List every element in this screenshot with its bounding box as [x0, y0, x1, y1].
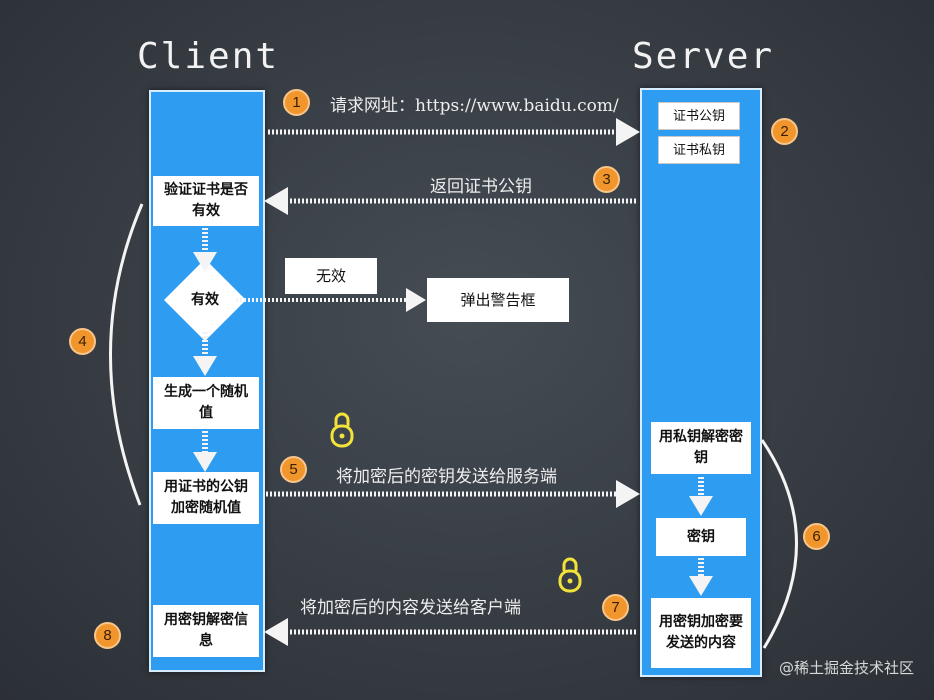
arrow-down-1: [193, 228, 217, 272]
step-badge-7: 7: [602, 594, 629, 621]
verify-cert-box: 验证证书是否有效: [153, 176, 259, 226]
watermark: @稀土掘金技术社区: [778, 659, 914, 677]
bracket-curve-client: [109, 203, 144, 506]
step-badge-2: 2: [771, 118, 798, 145]
lock-icon: [330, 412, 354, 448]
bracket-curve-server: [760, 439, 798, 649]
arrow-invalid: [236, 288, 426, 312]
arrow-request: [268, 118, 640, 146]
invalid-box: 无效: [285, 258, 377, 294]
key-box: 密钥: [656, 518, 746, 556]
lock-icon: [558, 557, 582, 593]
arrow-down-2: [193, 332, 217, 376]
arrow-send-content: [264, 618, 636, 646]
step-badge-5: 5: [280, 456, 307, 483]
step5-label: 将加密后的密钥发送给服务端: [336, 467, 557, 487]
private-key-box: 证书私钥: [658, 136, 740, 164]
arrow-down-4: [689, 477, 713, 516]
encrypt-random-box: 用证书的公钥加密随机值: [153, 472, 259, 524]
arrow-down-3: [193, 431, 217, 472]
step-badge-3: 3: [593, 166, 620, 193]
arrow-down-5: [689, 558, 713, 596]
alert-box: 弹出警告框: [427, 278, 569, 322]
generate-random-box: 生成一个随机值: [153, 377, 259, 429]
decrypt-info-box: 用密钥解密信息: [153, 605, 259, 657]
encrypt-content-box: 用密钥加密要发送的内容: [651, 598, 751, 668]
arrow-send-key: [266, 480, 640, 508]
step-badge-4: 4: [69, 328, 96, 355]
step-badge-1: 1: [283, 89, 310, 116]
client-title: Client: [137, 36, 280, 77]
step3-label: 返回证书公钥: [430, 177, 532, 197]
step-badge-8: 8: [94, 622, 121, 649]
step1-label: 请求网址：https://www.baidu.com/: [330, 96, 619, 116]
server-title: Server: [632, 36, 775, 77]
valid-label: 有效: [191, 292, 219, 308]
decrypt-key-box: 用私钥解密密钥: [651, 422, 751, 474]
public-key-box: 证书公钥: [658, 102, 740, 130]
step7-label: 将加密后的内容发送给客户端: [300, 598, 521, 618]
arrow-return-cert: [264, 187, 636, 215]
step-badge-6: 6: [803, 523, 830, 550]
